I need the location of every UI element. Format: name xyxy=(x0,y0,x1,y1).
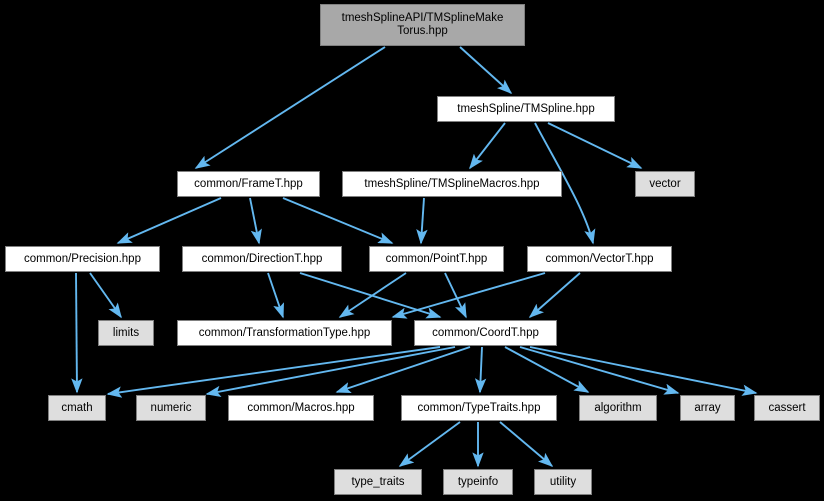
edge-root-to-tmspline xyxy=(459,46,513,95)
graph-node-directiont[interactable]: common/DirectionT.hpp xyxy=(182,246,342,272)
edge-coordt-to-numeric xyxy=(205,346,456,398)
graph-node-root[interactable]: tmeshSplineAPI/TMSplineMake Torus.hpp xyxy=(320,4,525,46)
edge-framet-to-directiont xyxy=(249,197,262,245)
graph-node-typetraits[interactable]: common/TypeTraits.hpp xyxy=(401,395,557,421)
edge-tmspline-to-vector xyxy=(547,122,643,169)
edge-coordt-to-algorithm xyxy=(504,346,590,393)
graph-node-utility[interactable]: utility xyxy=(534,469,592,495)
edge-pointt-to-transftype xyxy=(338,272,407,318)
graph-node-tmspline[interactable]: tmeshSpline/TMSpline.hpp xyxy=(437,96,615,122)
graph-node-transftype[interactable]: common/TransformationType.hpp xyxy=(177,320,392,346)
edge-macros_t-to-pointt xyxy=(416,197,428,245)
edge-coordt-to-cassert xyxy=(529,346,758,396)
graph-node-cassert[interactable]: cassert xyxy=(754,395,820,421)
edge-framet-to-pointt xyxy=(282,197,394,244)
edge-coordt-to-macros xyxy=(335,346,471,394)
edge-vectort-to-coordt xyxy=(528,272,581,319)
graph-node-limits[interactable]: limits xyxy=(98,320,154,346)
graph-node-cmath[interactable]: cmath xyxy=(48,395,106,421)
graph-node-pointt[interactable]: common/PointT.hpp xyxy=(369,246,504,272)
edge-precision-to-limits xyxy=(89,272,122,319)
edge-coordt-to-array xyxy=(519,346,680,395)
graph-node-algorithm[interactable]: algorithm xyxy=(579,395,657,421)
graph-node-macros[interactable]: common/Macros.hpp xyxy=(228,395,374,421)
graph-node-coordt[interactable]: common/CoordT.hpp xyxy=(414,320,557,346)
edge-directiont-to-transftype xyxy=(267,272,284,319)
edge-pointt-to-coordt xyxy=(444,272,467,319)
edge-framet-to-precision xyxy=(116,197,222,244)
graph-node-macros_t[interactable]: tmeshSpline/TMSplineMacros.hpp xyxy=(342,171,562,197)
graph-node-type_traits[interactable]: type_traits xyxy=(334,469,422,495)
edge-coordt-to-cmath xyxy=(106,346,441,398)
edge-precision-to-cmath xyxy=(71,272,83,394)
edge-coordt-to-typetraits xyxy=(474,346,487,394)
graph-node-numeric[interactable]: numeric xyxy=(136,395,206,421)
graph-node-vectort[interactable]: common/VectorT.hpp xyxy=(527,246,672,272)
edge-typetraits-to-type_traits xyxy=(398,421,461,467)
graph-node-array[interactable]: array xyxy=(680,395,735,421)
graph-node-precision[interactable]: common/Precision.hpp xyxy=(5,246,160,272)
edge-typetraits-to-utility xyxy=(499,421,554,467)
edge-root-to-framet xyxy=(194,46,386,169)
edge-vectort-to-transftype xyxy=(391,272,546,319)
graph-node-vector[interactable]: vector xyxy=(635,171,695,197)
graph-node-framet[interactable]: common/FrameT.hpp xyxy=(177,171,320,197)
graph-node-typeinfo[interactable]: typeinfo xyxy=(443,469,513,495)
edge-tmspline-to-macros_t xyxy=(469,122,506,170)
edge-directiont-to-coordt xyxy=(299,272,442,319)
